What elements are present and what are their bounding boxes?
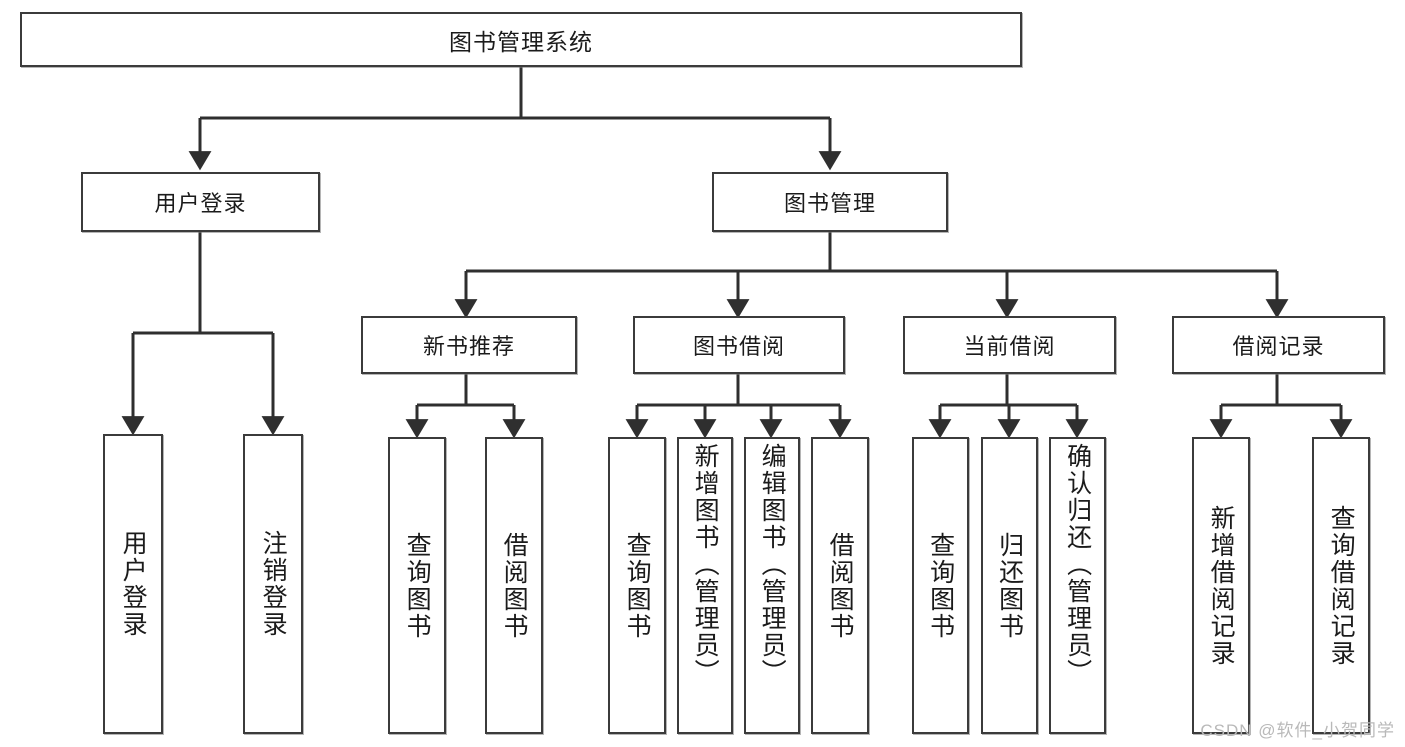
csdn-watermark: CSDN @软件_小贺同学 <box>1200 721 1395 740</box>
node-root-book-management-system[interactable]: 图书管理系统 <box>20 12 1022 67</box>
leaf-add-borrow-record[interactable]: 新增借阅记录 <box>1192 437 1250 734</box>
node-label: 用户登录 <box>154 191 247 216</box>
leaf-borrow-book-recommend[interactable]: 借阅图书 <box>485 437 543 734</box>
node-label: 图书管理 <box>783 191 876 216</box>
node-label: 查询图书 <box>926 531 955 640</box>
node-label: 图书借阅 <box>692 334 785 359</box>
node-label: 借阅图书 <box>500 531 529 640</box>
leaf-query-book-borrow[interactable]: 查询图书 <box>608 437 666 734</box>
leaf-user-login[interactable]: 用户登录 <box>103 434 163 734</box>
leaf-query-book-recommend[interactable]: 查询图书 <box>388 437 446 734</box>
leaf-logout[interactable]: 注销登录 <box>243 434 303 734</box>
node-user-login[interactable]: 用户登录 <box>81 172 320 232</box>
node-label: 新增借阅记录 <box>1207 504 1236 667</box>
node-label: 确认归还（管理员） <box>1063 443 1092 686</box>
node-label: 新书推荐 <box>422 334 515 359</box>
node-label: 编辑图书（管理员） <box>758 443 787 686</box>
node-new-book-recommend[interactable]: 新书推荐 <box>361 316 577 374</box>
leaf-query-book-current[interactable]: 查询图书 <box>912 437 969 734</box>
node-borrow-record[interactable]: 借阅记录 <box>1172 316 1385 374</box>
node-label: 图书管理系统 <box>449 28 593 55</box>
node-label: 归还图书 <box>995 531 1024 640</box>
node-label: 当前借阅 <box>963 334 1056 359</box>
leaf-query-borrow-record[interactable]: 查询借阅记录 <box>1312 437 1370 734</box>
node-book-borrow[interactable]: 图书借阅 <box>633 316 845 374</box>
leaf-return-book[interactable]: 归还图书 <box>981 437 1038 734</box>
leaf-edit-book-admin[interactable]: 编辑图书（管理员） <box>744 437 800 734</box>
node-book-management[interactable]: 图书管理 <box>712 172 948 232</box>
node-label: 注销登录 <box>259 530 288 638</box>
node-label: 新增图书（管理员） <box>691 443 720 686</box>
node-label: 用户登录 <box>119 530 148 638</box>
leaf-add-book-admin[interactable]: 新增图书（管理员） <box>677 437 733 734</box>
node-label: 借阅记录 <box>1232 334 1325 359</box>
leaf-borrow-book[interactable]: 借阅图书 <box>811 437 869 734</box>
node-label: 查询图书 <box>623 531 652 640</box>
leaf-confirm-return-admin[interactable]: 确认归还（管理员） <box>1049 437 1106 734</box>
node-current-borrow[interactable]: 当前借阅 <box>903 316 1116 374</box>
node-label: 查询借阅记录 <box>1327 504 1356 667</box>
node-label: 借阅图书 <box>826 531 855 640</box>
node-label: 查询图书 <box>403 531 432 640</box>
